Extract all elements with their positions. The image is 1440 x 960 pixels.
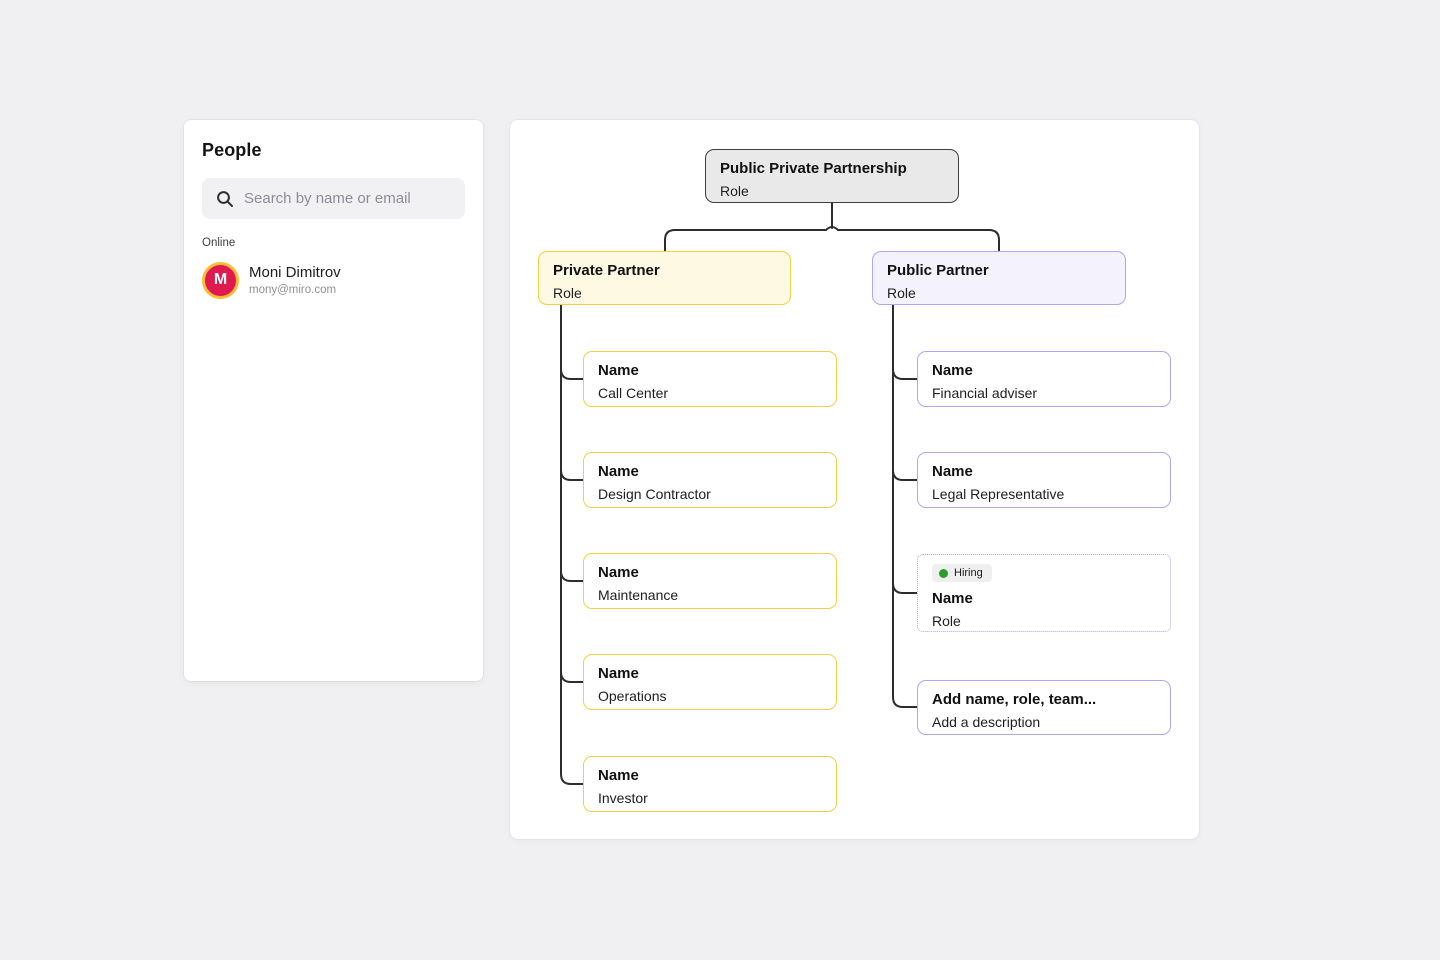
green-dot-icon [939, 568, 948, 578]
node-subtitle: Role [887, 285, 916, 302]
hiring-badge: Hiring [932, 564, 992, 582]
node-subtitle: Operations [598, 688, 667, 705]
node-subtitle: Design Contractor [598, 486, 711, 503]
node-title: Name [932, 362, 973, 379]
node-title: Name [932, 463, 973, 480]
node-title: Name [598, 564, 639, 581]
user-email: mony@miro.com [249, 284, 337, 296]
avatar-initial: M [213, 271, 228, 288]
node-subtitle: Add a description [932, 714, 1041, 731]
node-title: Name [598, 362, 639, 379]
org-node-financial-adviser[interactable]: Name Financial adviser [917, 351, 1171, 407]
board-canvas[interactable]: Public Private Partnership Role Private … [510, 120, 1199, 839]
online-section-label: Online [202, 237, 236, 249]
search-placeholder: Search by name or email [244, 190, 411, 207]
user-name: Moni Dimitrov [249, 264, 341, 281]
node-title: Private Partner [553, 262, 660, 279]
people-panel-title: People [202, 140, 262, 160]
search-icon [217, 190, 233, 207]
org-node-root[interactable]: Public Private Partnership Role [705, 149, 959, 203]
node-subtitle: Role [720, 183, 749, 200]
org-node-maintenance[interactable]: Name Maintenance [583, 553, 837, 609]
user-info: Moni Dimitrov mony@miro.com [249, 264, 341, 296]
node-subtitle: Role [932, 613, 961, 630]
org-node-hiring[interactable]: Hiring Name Role [917, 554, 1171, 632]
node-subtitle: Investor [598, 790, 648, 807]
org-node-legal-representative[interactable]: Name Legal Representative [917, 452, 1171, 508]
org-node-private-partner[interactable]: Private Partner Role [538, 251, 791, 305]
connector-lines [560, 201, 1000, 785]
org-node-public-partner[interactable]: Public Partner Role [872, 251, 1126, 305]
node-subtitle: Legal Representative [932, 486, 1065, 503]
org-node-add-placeholder[interactable]: Add name, role, team... Add a descriptio… [917, 680, 1171, 735]
org-node-call-center[interactable]: Name Call Center [583, 351, 837, 407]
node-subtitle: Call Center [598, 385, 669, 402]
node-title: Add name, role, team... [932, 691, 1097, 708]
node-subtitle: Financial adviser [932, 385, 1038, 402]
org-node-operations[interactable]: Name Operations [583, 654, 837, 710]
avatar: M [202, 261, 239, 299]
user-list-item[interactable]: M Moni Dimitrov mony@miro.com [202, 260, 465, 300]
node-title: Name [598, 767, 639, 784]
node-title: Name [932, 590, 973, 607]
node-subtitle: Maintenance [598, 587, 679, 604]
search-input[interactable]: Search by name or email [202, 178, 465, 219]
org-node-investor[interactable]: Name Investor [583, 756, 837, 812]
people-panel: People Search by name or email Online M … [184, 120, 483, 681]
node-title: Public Partner [887, 262, 989, 279]
org-node-design-contractor[interactable]: Name Design Contractor [583, 452, 837, 508]
node-title: Name [598, 665, 639, 682]
node-subtitle: Role [553, 285, 582, 302]
node-title: Name [598, 463, 639, 480]
hiring-badge-label: Hiring [954, 567, 983, 579]
node-title: Public Private Partnership [720, 160, 907, 177]
